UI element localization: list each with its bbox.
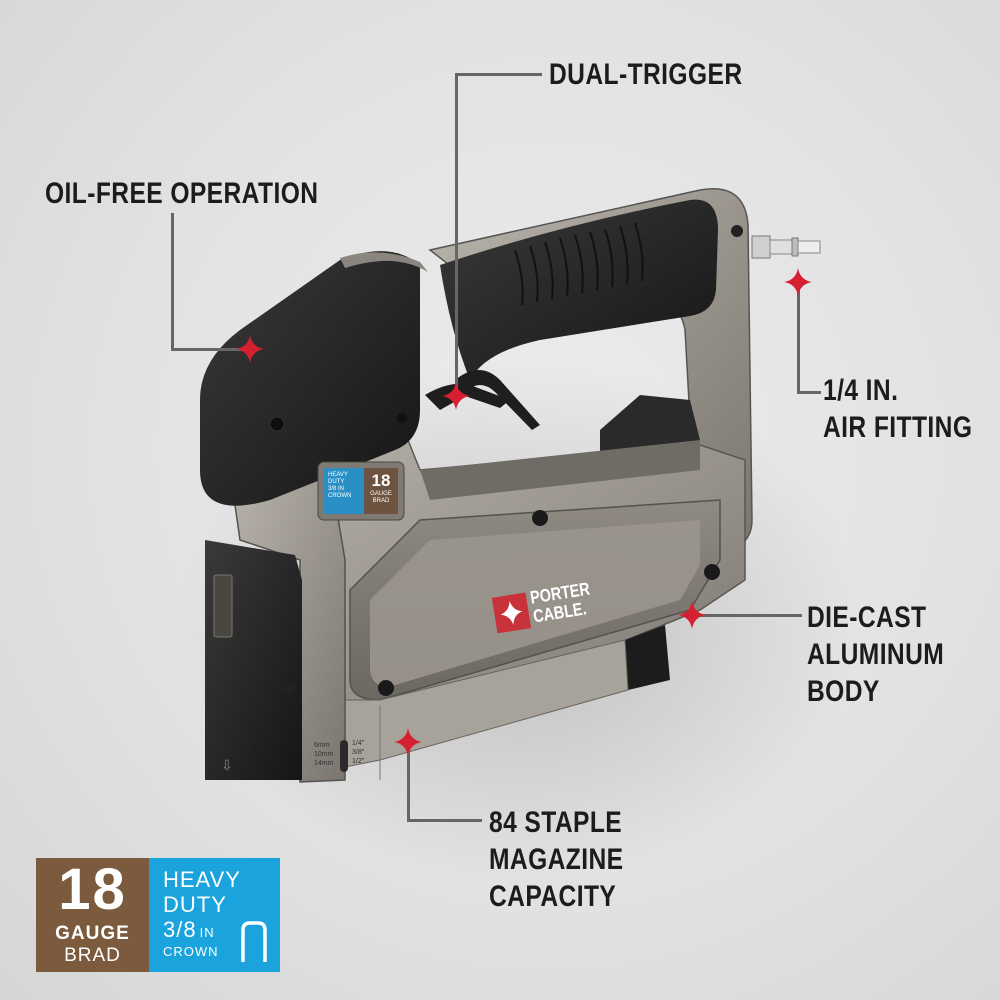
depth-3-8: 3/8" (352, 749, 365, 756)
side-label-gauge: 18 GAUGE BRAD (364, 468, 398, 514)
depth-1-2: 1/2" (352, 758, 365, 765)
depth-1-4: 1/4" (352, 740, 365, 747)
leader-trigger-v (455, 73, 458, 395)
leader-oil-free-h (171, 348, 249, 351)
depth-14mm: 14mm (314, 760, 334, 767)
depth-scale-imperial: 1/4" 3/8" 1/2" (352, 739, 364, 766)
callout-magazine-line2: MAGAZINE (489, 843, 624, 876)
svg-text:⇩: ⇩ (221, 758, 233, 774)
brand-star-icon (491, 592, 532, 634)
callout-air-fitting-line1: 1/4 IN. (823, 374, 899, 407)
marker-air-fitting-icon (784, 268, 812, 296)
gauge-panel: 18 GAUGE BRAD (36, 858, 149, 972)
callout-magazine-line3: CAPACITY (489, 880, 617, 913)
callout-magazine: 84 STAPLE MAGAZINE CAPACITY (489, 804, 623, 915)
marker-magazine-icon (394, 728, 422, 756)
depth-10mm: 10mm (314, 751, 334, 758)
callout-body: DIE-CAST ALUMINUM BODY (807, 599, 944, 710)
leader-trigger-h (455, 73, 542, 76)
side-label-number: 18 (371, 471, 391, 490)
staple-icon (241, 921, 267, 962)
crown-heavy: HEAVY (163, 867, 241, 892)
leader-air-h (797, 391, 821, 394)
crown-duty: DUTY (163, 892, 227, 917)
gauge-number: 18 (58, 857, 127, 922)
side-label-brad-text: BRAD (372, 498, 390, 504)
callout-oil-free: OIL-FREE OPERATION (45, 175, 318, 212)
callout-body-line1: DIE-CAST (807, 601, 927, 634)
callout-dual-trigger: DUAL-TRIGGER (549, 56, 743, 93)
crown-size-unit: IN (199, 925, 215, 940)
depth-scale-metric: 6mm 10mm 14mm (314, 741, 333, 768)
leader-magazine-v (407, 745, 410, 822)
side-label-gauge-text: GAUGE (370, 491, 392, 497)
fastener-type: BRAD (64, 945, 121, 966)
leader-magazine-h (407, 819, 482, 822)
depth-6mm: 6mm (314, 742, 330, 749)
leader-oil-free-v (171, 213, 174, 350)
leader-body-h (692, 614, 802, 617)
callout-magazine-line1: 84 STAPLE (489, 806, 623, 839)
callout-dual-trigger-line1: DUAL-TRIGGER (549, 58, 743, 91)
callout-oil-free-line1: OIL-FREE OPERATION (45, 177, 319, 210)
marker-oil-free-icon (236, 335, 264, 363)
brand-logo: PORTER CABLE. (490, 569, 607, 638)
crown-size-value: 3/8 (163, 917, 197, 942)
marker-body-icon (678, 601, 706, 629)
callout-body-line3: BODY (807, 675, 880, 708)
side-label-crown: CROWN (328, 493, 352, 499)
marker-trigger-icon (442, 382, 470, 410)
crown-label: CROWN (163, 944, 219, 959)
gauge-label: GAUGE (55, 923, 130, 944)
callout-air-fitting: 1/4 IN. AIR FITTING (823, 372, 972, 446)
side-label: HEAVY DUTY 3/8 IN CROWN (324, 468, 364, 514)
callout-air-fitting-line2: AIR FITTING (823, 411, 973, 444)
side-label-duty: DUTY (328, 479, 345, 485)
side-label-size: 3/8 IN (328, 486, 345, 492)
callout-body-line2: ALUMINUM (807, 638, 945, 671)
side-label-heavy: HEAVY (328, 472, 348, 478)
leader-air-v (797, 284, 800, 394)
